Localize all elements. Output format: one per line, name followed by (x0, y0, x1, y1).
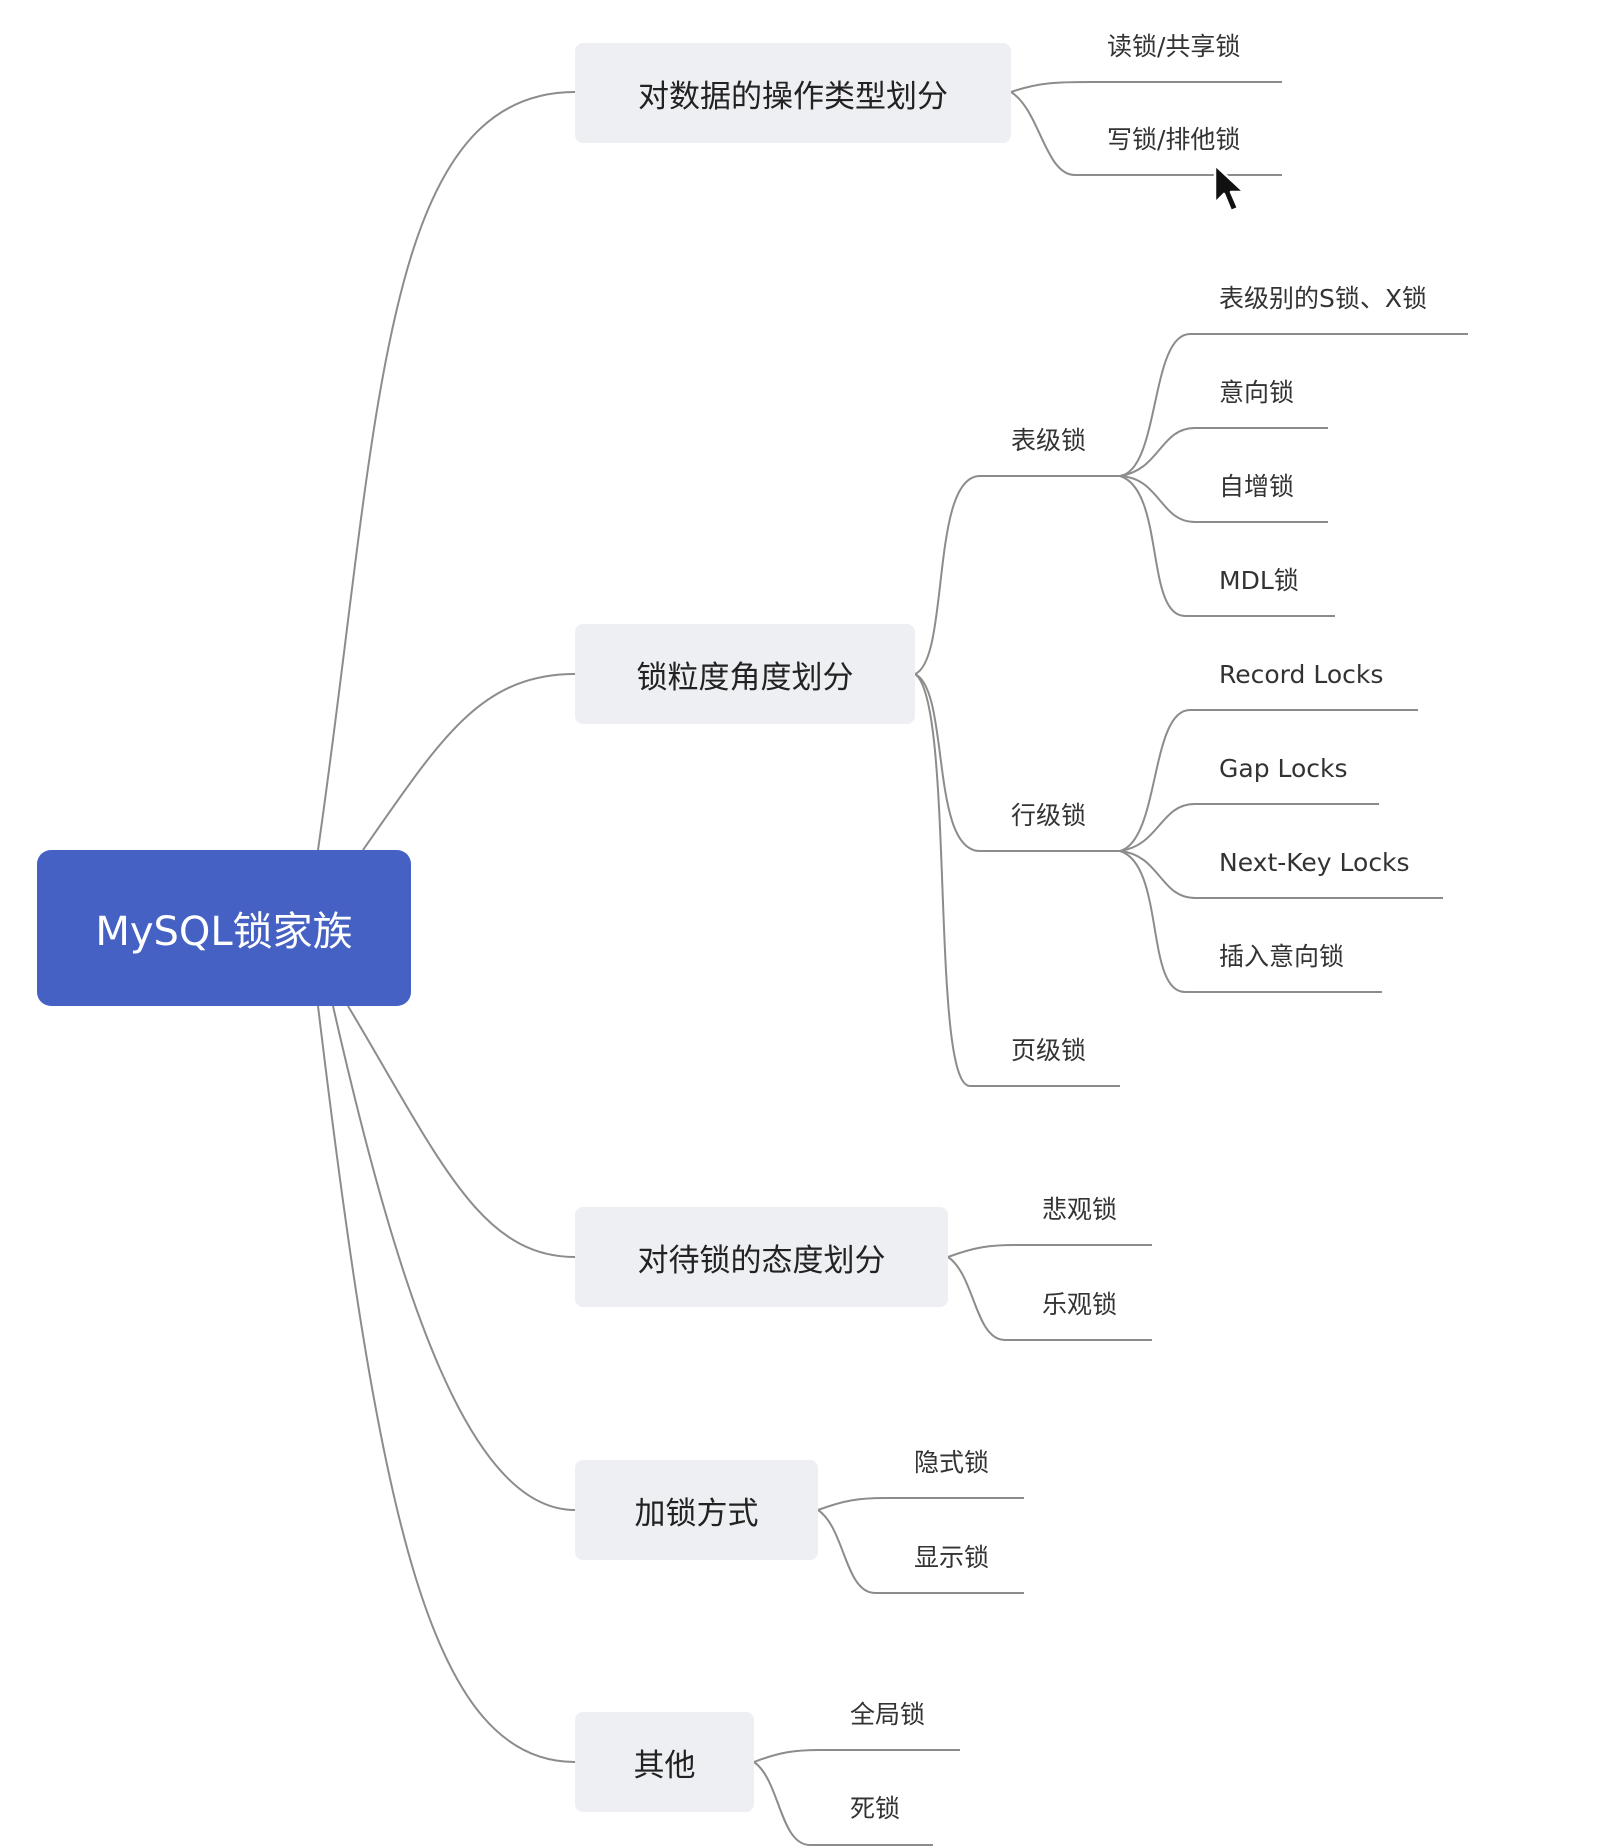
leaf-node-intention-lock[interactable]: 意向锁 (1219, 378, 1295, 407)
branch-node-label: 对数据的操作类型划分 (638, 78, 948, 115)
connector-b2-group-1 (914, 475, 1120, 675)
leaf-node-read-shared-lock[interactable]: 读锁/共享锁 (1107, 32, 1241, 61)
branch-node-other[interactable]: 其他 (575, 1712, 754, 1812)
group-node-page-lock[interactable]: 页级锁 (1011, 1036, 1087, 1065)
connector-b5-leaf-1 (753, 1749, 960, 1763)
leaf-node-mdl-lock[interactable]: MDL锁 (1219, 566, 1299, 595)
leaf-node-global-lock[interactable]: 全局锁 (850, 1700, 926, 1729)
root-node[interactable]: MySQL锁家族 (37, 850, 411, 1006)
connector-root-branch-3 (347, 1005, 576, 1258)
leaf-node-deadlock[interactable]: 死锁 (850, 1794, 901, 1823)
leaf-node-pessimistic-lock[interactable]: 悲观锁 (1042, 1195, 1118, 1224)
leaf-node-auto-inc-lock[interactable]: 自增锁 (1219, 472, 1295, 501)
mouse-pointer-icon (1213, 163, 1246, 213)
leaf-node-table-s-x-lock[interactable]: 表级别的S锁、X锁 (1219, 284, 1427, 313)
connector-g1-leaf-2 (1119, 427, 1328, 477)
branch-node-locking-method[interactable]: 加锁方式 (575, 1460, 818, 1560)
group-node-table-lock[interactable]: 表级锁 (1011, 426, 1087, 455)
branch-node-label: 其他 (633, 1747, 696, 1784)
connector-g2-leaf-3 (1119, 850, 1443, 899)
connector-b1-leaf-2 (1010, 91, 1282, 176)
leaf-node-implicit-lock[interactable]: 隐式锁 (914, 1448, 990, 1477)
connector-b2-group-2 (914, 673, 1120, 852)
group-node-row-lock[interactable]: 行级锁 (1011, 801, 1087, 830)
branch-node-attitude[interactable]: 对待锁的态度划分 (575, 1207, 948, 1307)
connector-g2-leaf-4 (1119, 850, 1382, 993)
root-node-label: MySQL锁家族 (95, 909, 353, 955)
leaf-node-explicit-lock[interactable]: 显示锁 (914, 1543, 990, 1572)
connector-b3-leaf-1 (947, 1244, 1152, 1258)
leaf-node-insert-intention-lock[interactable]: 插入意向锁 (1219, 942, 1345, 971)
connector-b3-leaf-2 (947, 1256, 1152, 1341)
connector-b5-leaf-2 (753, 1761, 933, 1846)
branch-node-label: 加锁方式 (634, 1495, 759, 1532)
connector-g1-leaf-4 (1119, 475, 1335, 617)
branch-node-label: 对待锁的态度划分 (637, 1242, 886, 1279)
connector-b4-leaf-2 (817, 1509, 1024, 1594)
branch-node-label: 锁粒度角度划分 (636, 659, 854, 696)
connector-b2-group-3 (914, 673, 1120, 1087)
leaf-node-next-key-locks[interactable]: Next-Key Locks (1219, 848, 1410, 877)
leaf-node-gap-locks[interactable]: Gap Locks (1219, 754, 1348, 783)
connector-g2-leaf-2 (1119, 803, 1379, 852)
connector-root-branch-1 (317, 91, 576, 851)
branch-node-granularity[interactable]: 锁粒度角度划分 (575, 624, 915, 724)
connector-g2-leaf-1 (1119, 709, 1418, 852)
connector-root-branch-2 (362, 673, 576, 851)
connector-root-branch-4 (332, 1005, 576, 1511)
branch-node-operation-type[interactable]: 对数据的操作类型划分 (575, 43, 1011, 143)
leaf-node-record-locks[interactable]: Record Locks (1219, 660, 1384, 689)
connector-root-branch-5 (317, 1005, 576, 1763)
connector-b1-leaf-1 (1010, 81, 1282, 93)
connector-b4-leaf-1 (817, 1497, 1024, 1511)
leaf-node-write-exclusive-lock[interactable]: 写锁/排他锁 (1107, 125, 1241, 154)
connector-g1-leaf-3 (1119, 475, 1328, 523)
leaf-node-optimistic-lock[interactable]: 乐观锁 (1042, 1290, 1118, 1319)
connector-g1-leaf-1 (1119, 333, 1468, 477)
